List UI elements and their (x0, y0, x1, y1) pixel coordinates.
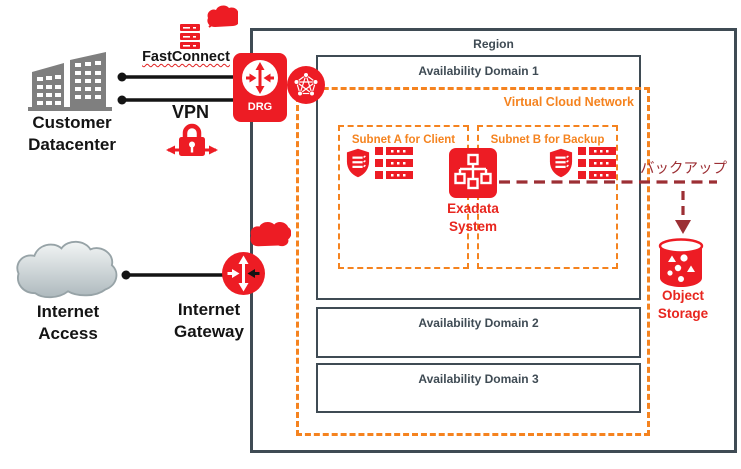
region-box: Region (250, 28, 737, 453)
exadata-system-icon (449, 148, 497, 198)
region-label: Region (473, 37, 514, 51)
internet-gateway-label: Internet Gateway (154, 299, 264, 343)
availability-domain-1-label: Availability Domain 1 (418, 64, 539, 78)
internet-gateway-cloud-icon (250, 222, 291, 247)
customer-datacenter-label-line1: Customer (32, 113, 112, 132)
vcn-box: Virtual Cloud Network (296, 87, 650, 436)
customer-datacenter-label-line2: Datacenter (28, 135, 116, 155)
availability-domain-2-label: Availability Domain 2 (418, 316, 539, 330)
vpn-label: VPN (172, 102, 210, 122)
internet-access-label-line1: Internet (36, 302, 100, 321)
object-storage-label: Object Storage (637, 287, 729, 322)
subnet-a-label: Subnet A for Client (351, 134, 456, 146)
compute-instances-icon (578, 147, 616, 179)
vcn-label: Virtual Cloud Network (503, 95, 634, 109)
internet-access-cloud-icon (16, 240, 118, 299)
object-storage-icon (658, 238, 704, 287)
backup-annotation: バックアップ (640, 161, 727, 177)
availability-domain-3-box: Availability Domain 3 (316, 363, 641, 413)
internet-access-label: Internet Access (12, 301, 124, 345)
availability-domain-3-label: Availability Domain 3 (418, 372, 539, 386)
exadata-system-label: Exadata System (427, 200, 519, 235)
object-storage-label-line2: Storage (657, 305, 709, 321)
security-list-icon (346, 148, 370, 178)
object-storage-label-line1: Object (661, 288, 704, 303)
fastconnect-icon (180, 5, 238, 49)
exadata-label-line1: Exadata (447, 201, 499, 216)
drg-label: DRG (247, 101, 273, 113)
compute-instances-icon (375, 147, 413, 179)
exadata-label-line2: System (448, 218, 498, 234)
vpn-ipsec-lock-icon (166, 123, 218, 156)
drg-icon: DRG (233, 53, 287, 122)
internet-gateway-icon (222, 252, 265, 295)
availability-domain-1-box: Availability Domain 1 (316, 55, 641, 300)
fastconnect-label: FastConnect (142, 49, 230, 65)
internet-gateway-label-line2: Gateway (174, 322, 244, 342)
internet-gateway-label-line1: Internet (177, 300, 241, 319)
subnet-a-icons (346, 147, 413, 180)
availability-domain-2-box: Availability Domain 2 (316, 307, 641, 358)
subnet-a-box: Subnet A for Client (338, 125, 469, 269)
drg-arrows-icon (242, 60, 278, 96)
subnet-b-box: Subnet B for Backup (477, 125, 618, 269)
customer-datacenter-label: Customer Datacenter (14, 112, 130, 156)
internet-access-label-line2: Access (38, 324, 98, 344)
subnet-b-icons (549, 147, 616, 180)
customer-datacenter-icon (28, 52, 112, 111)
subnet-b-label: Subnet B for Backup (490, 134, 605, 146)
security-list-icon (549, 148, 573, 178)
vcn-icon (287, 66, 325, 104)
